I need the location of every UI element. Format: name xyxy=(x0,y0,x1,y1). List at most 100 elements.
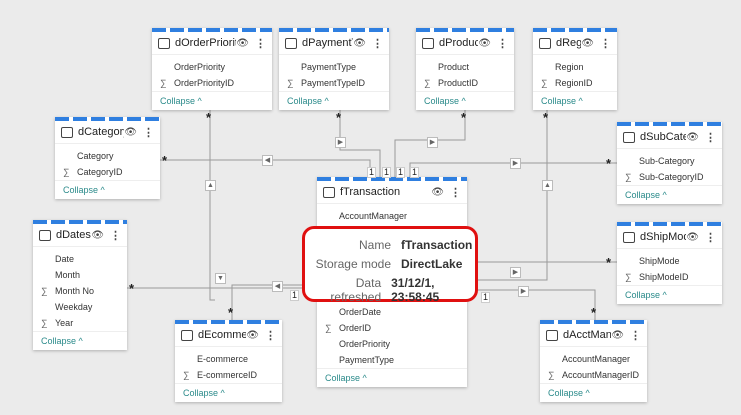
collapse-button[interactable]: Collapse ^ xyxy=(55,180,160,199)
field-row[interactable]: Month xyxy=(33,267,127,283)
table-header[interactable]: dSubCategeory👁 ⋮ xyxy=(617,126,722,149)
field-row[interactable]: OrderPriority xyxy=(152,59,272,75)
field-name: OrderID xyxy=(339,323,372,333)
more-options-icon[interactable]: ⋮ xyxy=(600,37,611,50)
sigma-icon: ∑ xyxy=(41,318,48,328)
field-row[interactable]: AccountManager xyxy=(317,208,467,224)
one-marker: 1 xyxy=(382,167,392,178)
table-header[interactable]: fTransaction👁⋮ xyxy=(317,181,467,204)
more-options-icon[interactable]: ⋮ xyxy=(372,37,383,50)
collapse-button[interactable]: Collapse ^ xyxy=(617,185,722,204)
eye-icon[interactable]: 👁 xyxy=(124,126,137,138)
eye-icon[interactable]: 👁 xyxy=(478,37,491,49)
more-options-icon[interactable]: ⋮ xyxy=(110,229,121,242)
field-row[interactable]: ∑PaymentTypeID xyxy=(279,75,389,91)
eye-icon[interactable]: 👁 xyxy=(686,131,699,143)
eye-icon[interactable]: 👁 xyxy=(236,37,249,49)
table-header[interactable]: dEcommerce👁⋮ xyxy=(175,324,282,347)
many-marker: * xyxy=(129,281,135,296)
field-row[interactable]: OrderPriority xyxy=(317,336,467,352)
table-card-dorderpriority[interactable]: dOrderPriority👁⋮OrderPriority∑OrderPrior… xyxy=(152,28,272,110)
collapse-button[interactable]: Collapse ^ xyxy=(175,383,282,402)
field-row[interactable]: ∑OrderID xyxy=(317,320,467,336)
field-row[interactable]: E-commerce xyxy=(175,351,282,367)
collapse-button[interactable]: Collapse ^ xyxy=(540,383,647,402)
field-row[interactable]: Date xyxy=(33,251,127,267)
field-row[interactable]: Region xyxy=(533,59,617,75)
one-marker: 1 xyxy=(396,167,406,178)
collapse-button[interactable]: Collapse ^ xyxy=(152,91,272,110)
field-row[interactable]: ∑ShipModeID xyxy=(617,269,722,285)
more-options-icon[interactable]: ⋮ xyxy=(450,186,461,199)
table-icon xyxy=(539,37,551,49)
more-options-icon[interactable]: ⋮ xyxy=(255,37,266,50)
field-row[interactable]: ∑RegionID xyxy=(533,75,617,91)
field-row[interactable]: Sub-Category xyxy=(617,153,722,169)
many-marker: * xyxy=(162,153,168,168)
eye-icon[interactable]: 👁 xyxy=(581,37,594,49)
field-row[interactable]: ∑Sub-CategoryID xyxy=(617,169,722,185)
field-row[interactable]: ShipMode xyxy=(617,253,722,269)
table-header[interactable]: dOrderPriority👁⋮ xyxy=(152,32,272,55)
table-title: dSubCategeory xyxy=(640,131,687,143)
field-row[interactable]: Category xyxy=(55,148,160,164)
eye-icon[interactable]: 👁 xyxy=(686,231,699,243)
eye-icon[interactable]: 👁 xyxy=(611,329,624,341)
table-header[interactable]: dShipMode👁⋮ xyxy=(617,226,722,249)
more-options-icon[interactable]: ⋮ xyxy=(497,37,508,50)
table-title: dDates xyxy=(56,229,91,241)
data-refreshed-label: Data refreshed xyxy=(330,276,382,304)
table-header[interactable]: dProduct👁⋮ xyxy=(416,32,514,55)
table-card-dacctmanager[interactable]: dAcctMana...👁⋮AccountManager∑AccountMana… xyxy=(540,320,647,402)
field-row[interactable]: ∑Month No xyxy=(33,283,127,299)
collapse-button[interactable]: Collapse ^ xyxy=(33,331,127,350)
direction-arrow-icon: ▶ xyxy=(510,267,521,278)
many-marker: * xyxy=(606,255,612,270)
eye-icon[interactable]: 👁 xyxy=(91,229,104,241)
many-marker: * xyxy=(206,110,212,125)
many-marker: * xyxy=(591,305,597,320)
eye-icon[interactable]: 👁 xyxy=(431,186,444,198)
field-row[interactable]: ∑ProductID xyxy=(416,75,514,91)
collapse-button[interactable]: Collapse ^ xyxy=(317,368,467,387)
field-name: AccountManagerID xyxy=(562,370,640,380)
collapse-button[interactable]: Collapse ^ xyxy=(617,285,722,304)
collapse-button[interactable]: Collapse ^ xyxy=(279,91,389,110)
table-header[interactable]: dCategory👁⋮ xyxy=(55,121,160,144)
field-row[interactable]: ∑Year xyxy=(33,315,127,331)
field-row[interactable]: ∑AccountManagerID xyxy=(540,367,647,383)
more-options-icon[interactable]: ⋮ xyxy=(705,131,716,144)
table-header[interactable]: dAcctMana...👁⋮ xyxy=(540,324,647,347)
table-icon xyxy=(623,131,635,143)
more-options-icon[interactable]: ⋮ xyxy=(143,126,154,139)
table-card-dsubcategeory[interactable]: dSubCategeory👁 ⋮ Sub-Category∑Sub-Category… xyxy=(617,122,722,204)
eye-icon[interactable]: 👁 xyxy=(246,329,259,341)
collapse-button[interactable]: Collapse ^ xyxy=(416,91,514,110)
more-options-icon[interactable]: ⋮ xyxy=(265,329,276,342)
more-options-icon[interactable]: ⋮ xyxy=(630,329,641,342)
direction-arrow-icon: ▶ xyxy=(510,158,521,169)
field-row[interactable]: PaymentType xyxy=(279,59,389,75)
field-row[interactable]: OrderDate xyxy=(317,304,467,320)
table-header[interactable]: dDates👁 ⋮ xyxy=(33,224,127,247)
eye-icon[interactable]: 👁 xyxy=(353,37,366,49)
direction-arrow-icon: ▶ xyxy=(335,137,346,148)
table-card-dpaymenttype[interactable]: dPaymentType👁⋮PaymentType∑PaymentTypeIDC… xyxy=(279,28,389,110)
collapse-button[interactable]: Collapse ^ xyxy=(533,91,617,110)
field-row[interactable]: PaymentType xyxy=(317,352,467,368)
field-row[interactable]: ∑CategoryID xyxy=(55,164,160,180)
field-row[interactable]: Product xyxy=(416,59,514,75)
table-header[interactable]: dPaymentType👁⋮ xyxy=(279,32,389,55)
field-row[interactable]: ∑OrderPriorityID xyxy=(152,75,272,91)
field-row[interactable]: ∑E-commerceID xyxy=(175,367,282,383)
table-header[interactable]: dRegion👁⋮ xyxy=(533,32,617,55)
more-options-icon[interactable]: ⋮ xyxy=(705,231,716,244)
field-row[interactable]: AccountManager xyxy=(540,351,647,367)
field-row[interactable]: Weekday xyxy=(33,299,127,315)
table-card-decommerce[interactable]: dEcommerce👁⋮E-commerce∑E-commerceIDColla… xyxy=(175,320,282,402)
